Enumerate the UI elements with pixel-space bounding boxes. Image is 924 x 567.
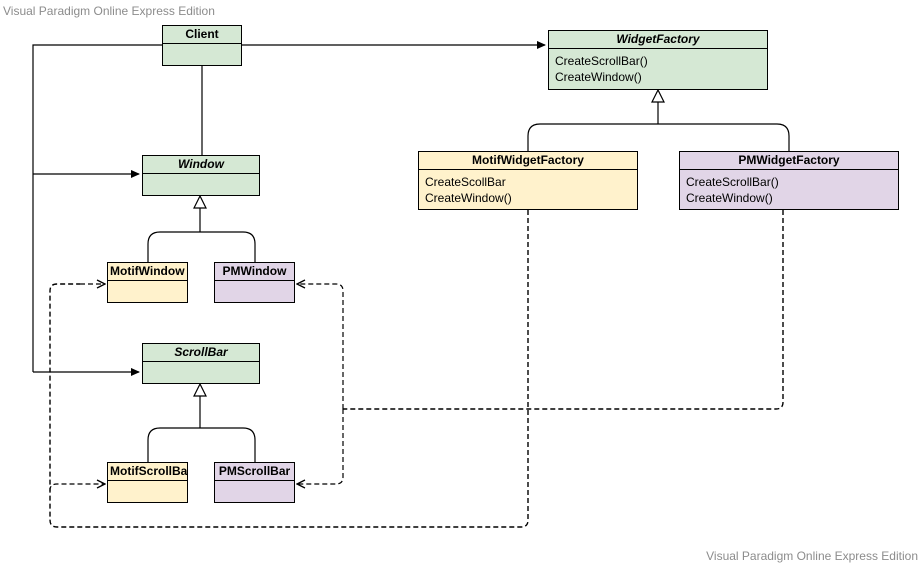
motif-scrollbar-dependency-arrow xyxy=(49,484,105,491)
window-class[interactable]: Window xyxy=(142,155,260,196)
pmwindow-class-name: PMWindow xyxy=(215,263,294,281)
widgetfactory-generalization-triangle xyxy=(651,88,665,103)
pmwidgetfactory-class[interactable]: PMWidgetFactory CreateScrollBar() Create… xyxy=(679,151,899,210)
motifwidgetfactory-class-name: MotifWidgetFactory xyxy=(419,152,637,170)
scrollbar-generalization-lines xyxy=(147,396,256,462)
window-generalization-triangle xyxy=(193,194,207,209)
motifscrollbar-class-name: MotifScrollBar xyxy=(108,463,187,481)
motifwidgetfactory-operations: CreateScollBar CreateWindow() xyxy=(419,170,637,209)
watermark-bottom: Visual Paradigm Online Express Edition xyxy=(706,549,918,563)
scrollbar-class[interactable]: ScrollBar xyxy=(142,343,260,384)
pmscrollbar-class-name: PMScrollBar xyxy=(215,463,294,481)
window-generalization-lines xyxy=(147,208,256,262)
operation: CreateWindow() xyxy=(425,191,512,205)
scrollbar-class-name: ScrollBar xyxy=(143,344,259,362)
pm-factory-dependency-line xyxy=(343,210,784,410)
client-left-bus xyxy=(32,44,162,372)
window-class-name: Window xyxy=(143,156,259,174)
scrollbar-generalization-triangle xyxy=(193,382,207,397)
operation: CreateWindow() xyxy=(555,70,642,84)
motif-factory-dependency-line xyxy=(49,210,529,528)
operation: CreateWindow() xyxy=(686,191,773,205)
motifwidgetfactory-class[interactable]: MotifWidgetFactory CreateScollBar Create… xyxy=(418,151,638,210)
pm-scrollbar-dependency-arrow xyxy=(297,409,344,484)
widgetfactory-operations: CreateScrollBar() CreateWindow() xyxy=(549,49,767,89)
motifwindow-class-name: MotifWindow xyxy=(108,263,187,281)
pmwidgetfactory-operations: CreateScrollBar() CreateWindow() xyxy=(680,170,898,209)
operation: CreateScollBar xyxy=(425,175,506,189)
operation: CreateScrollBar() xyxy=(686,175,779,189)
motifwindow-class[interactable]: MotifWindow xyxy=(107,262,188,303)
client-class[interactable]: Client xyxy=(162,25,242,66)
client-class-name: Client xyxy=(163,26,241,44)
widgetfactory-class-name: WidgetFactory xyxy=(549,31,767,49)
pm-window-dependency-arrow xyxy=(297,284,344,409)
pmscrollbar-class[interactable]: PMScrollBar xyxy=(214,462,295,503)
pmwindow-class[interactable]: PMWindow xyxy=(214,262,295,303)
pmwidgetfactory-class-name: PMWidgetFactory xyxy=(680,152,898,170)
operation: CreateScrollBar() xyxy=(555,54,648,68)
widgetfactory-class[interactable]: WidgetFactory CreateScrollBar() CreateWi… xyxy=(548,30,768,90)
widgetfactory-generalization-lines xyxy=(527,102,790,152)
motifscrollbar-class[interactable]: MotifScrollBar xyxy=(107,462,188,503)
watermark-top: Visual Paradigm Online Express Edition xyxy=(3,4,215,18)
